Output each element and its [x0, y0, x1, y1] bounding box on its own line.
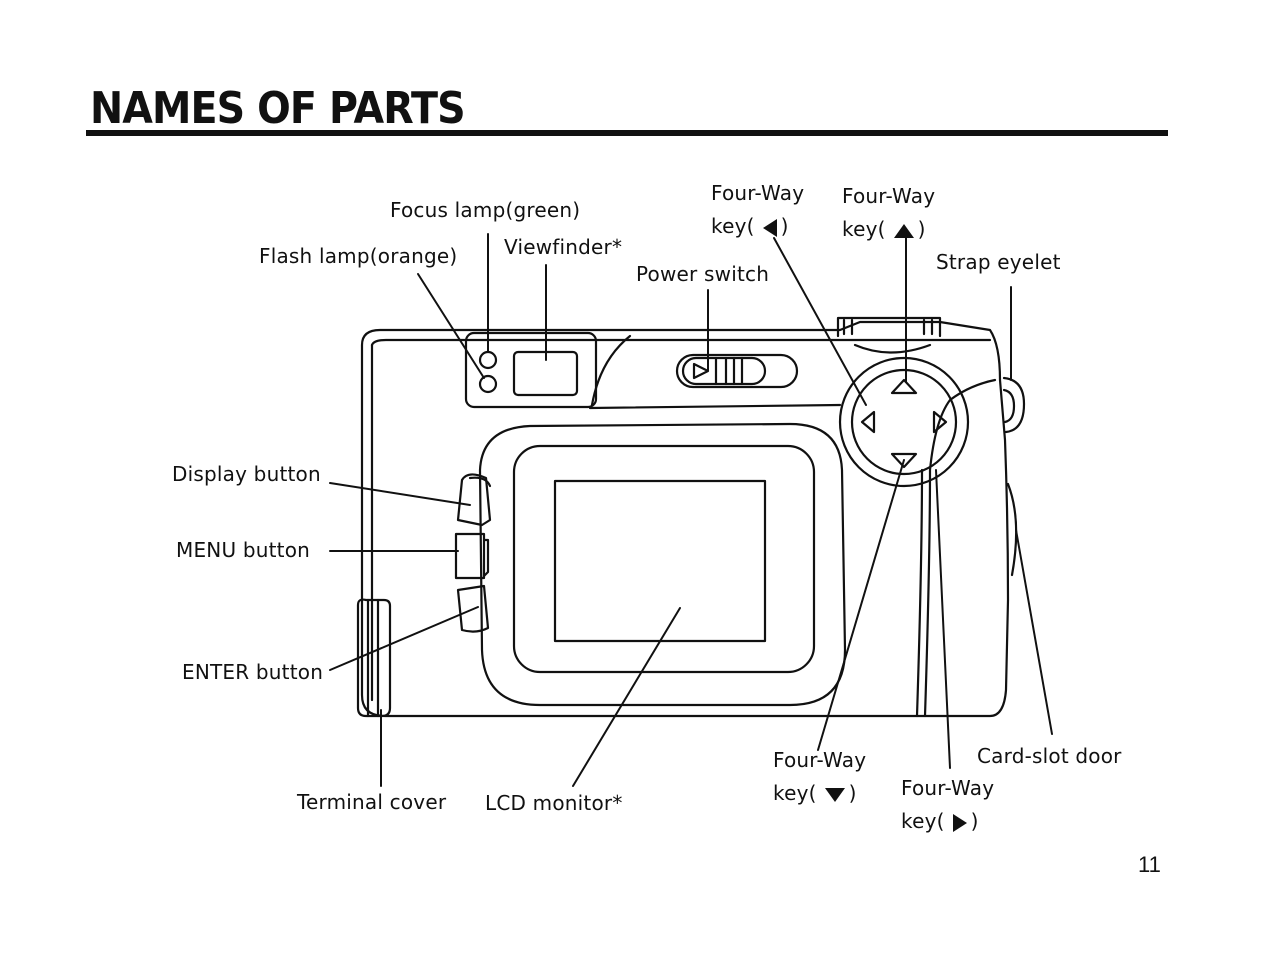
page-number: 11 [1138, 852, 1161, 877]
enter-button-label: ENTER button [182, 660, 324, 684]
right-triangle-icon [952, 813, 967, 832]
left-triangle-icon [762, 218, 777, 237]
leader-lines [329, 233, 1053, 787]
four-way-up-key-post: ) [917, 217, 926, 241]
focus-lamp [478, 350, 498, 370]
title-rule [86, 130, 1168, 136]
four-way-up-line1: Four-Way [842, 184, 936, 208]
pad-down-arrow [890, 452, 918, 469]
four-way-right-key-pre: key( [901, 809, 945, 833]
display-button-shape [456, 473, 492, 527]
four-way-pad [838, 356, 970, 488]
lcd-monitor-label: LCD monitor* [485, 791, 623, 815]
top-dial [836, 316, 942, 354]
four-way-right-key-post: ) [970, 809, 979, 833]
four-way-right-label: Four-Way key() [901, 772, 994, 838]
flash-lamp [478, 374, 498, 394]
four-way-down-key-pre: key( [773, 781, 817, 805]
pad-left-arrow [860, 410, 876, 434]
menu-button-label: MENU button [176, 538, 311, 562]
lcd-screen [553, 479, 767, 643]
four-way-up-label: Four-Way key() [842, 180, 935, 246]
four-way-left-label: Four-Way key() [711, 177, 804, 243]
enter-button-shape [456, 584, 490, 633]
four-way-right-line2: key() [901, 805, 994, 838]
four-way-left-line2: key() [711, 210, 804, 243]
strap-eyelet-label: Strap eyelet [936, 250, 1061, 274]
four-way-left-key-pre: key( [711, 214, 755, 238]
four-way-down-line1: Four-Way [773, 748, 867, 772]
display-button-label: Display button [172, 462, 321, 486]
four-way-left-line1: Four-Way [711, 181, 805, 205]
menu-button-shape [454, 532, 486, 580]
pad-right-arrow [932, 410, 948, 434]
card-slot-door-shape [1006, 482, 1018, 577]
viewfinder-label: Viewfinder* [504, 235, 623, 259]
four-way-down-key-post: ) [848, 781, 857, 805]
four-way-down-label: Four-Way key() [773, 744, 866, 810]
page-title: NAMES OF PARTS [90, 83, 466, 134]
strap-eyelet-shape [1002, 376, 1026, 434]
card-slot-door-label: Card-slot door [977, 744, 1122, 768]
terminal-cover-shape [356, 598, 392, 718]
four-way-right-line1: Four-Way [901, 776, 995, 800]
viewfinder-housing [464, 331, 598, 409]
flash-lamp-label: Flash lamp(orange) [259, 244, 458, 268]
four-way-left-key-post: ) [780, 214, 789, 238]
four-way-up-line2: key() [842, 213, 935, 246]
focus-lamp-label: Focus lamp(green) [390, 198, 581, 222]
terminal-cover-label: Terminal cover [297, 790, 447, 814]
power-switch-label: Power switch [636, 262, 770, 286]
side-buttons [454, 473, 492, 633]
up-triangle-icon [893, 223, 914, 238]
power-switch-shape [675, 353, 799, 389]
four-way-up-key-pre: key( [842, 217, 886, 241]
four-way-down-line2: key() [773, 777, 866, 810]
down-triangle-icon [824, 787, 845, 802]
pad-up-arrow [890, 378, 918, 395]
lcd-area [478, 422, 847, 707]
